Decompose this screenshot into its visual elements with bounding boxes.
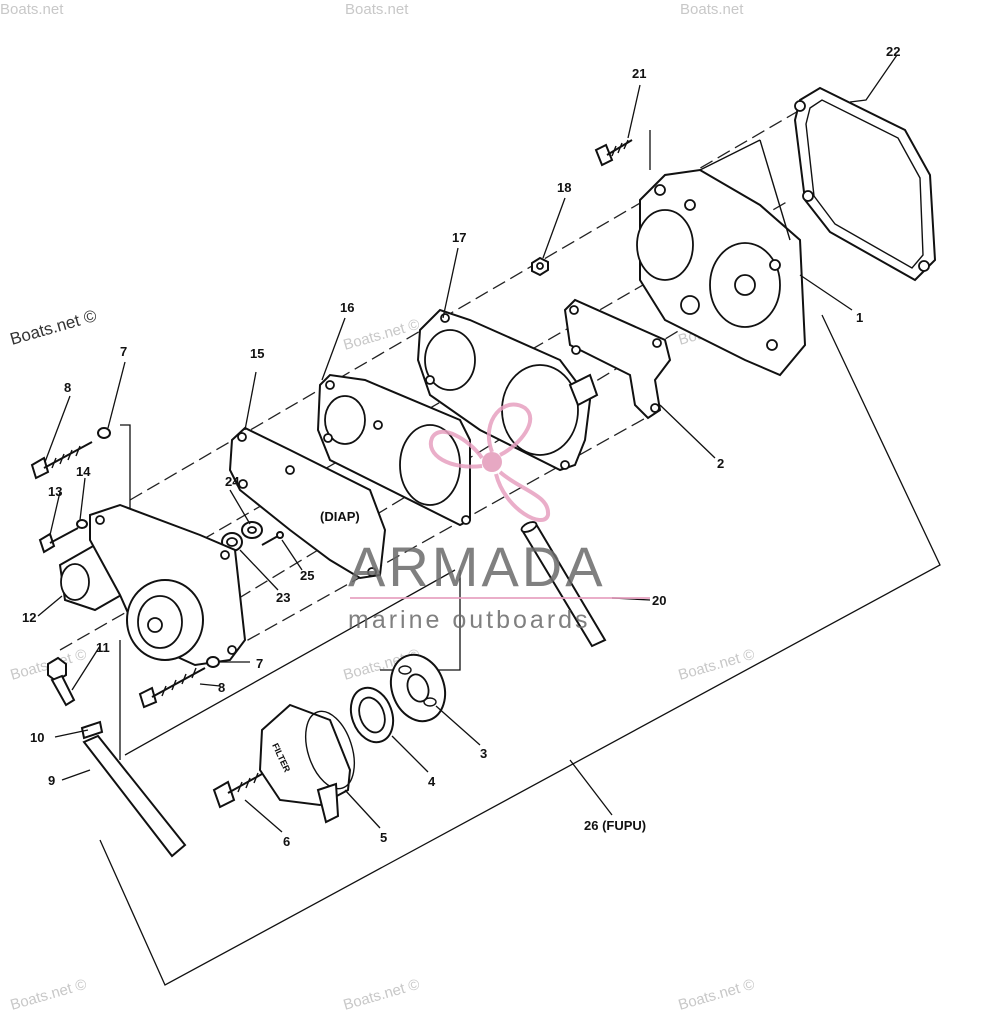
watermark-bottom-1: Boats.net ©	[8, 976, 88, 1014]
callout-26: 26 (FUPU)	[584, 818, 646, 833]
callout-labels: 22 21 18 17 16 15 1 2 7 8 14 13 24 (DIAP…	[22, 44, 900, 849]
leader-lines	[37, 54, 898, 833]
callout-20: 20	[652, 593, 666, 608]
callout-4: 4	[428, 774, 436, 789]
armada-brand-tagline: marine outboards	[348, 606, 591, 634]
part-13-screw	[38, 527, 79, 554]
watermark-left-main: Boats.net ©	[8, 306, 99, 349]
watermark-bottom-2: Boats.net ©	[341, 976, 421, 1014]
part-6-screw	[212, 772, 263, 809]
callout-8-lower: 8	[218, 680, 225, 695]
part-8-lower-screw	[138, 667, 206, 709]
propeller-icon	[428, 402, 551, 522]
callout-21: 21	[632, 66, 646, 81]
watermark-low-3: Boats.net ©	[676, 646, 756, 684]
part-15-diaphragm	[228, 426, 387, 580]
part-17-pump-body	[416, 308, 599, 472]
part-24-washer	[241, 521, 263, 539]
part-9-hose	[82, 734, 187, 858]
callout-5: 5	[380, 830, 387, 845]
part-26-assembly-outline	[99, 314, 941, 986]
part-12-pump-base	[58, 503, 247, 667]
part-22-cover-gasket	[793, 86, 937, 282]
callout-6: 6	[283, 834, 290, 849]
part-1-pump-cover	[636, 139, 807, 377]
callout-15: 15	[250, 346, 264, 361]
part-4-gasket-ring	[349, 686, 395, 744]
callout-23: 23	[276, 590, 290, 605]
part-7-lower-washer	[206, 656, 220, 668]
part-18-nut	[531, 256, 549, 277]
callout-11: 11	[96, 640, 110, 655]
part-8-upper-screw	[30, 441, 93, 480]
callout-22: 22	[886, 44, 900, 59]
callout-8-upper: 8	[64, 380, 71, 395]
armada-logo: ARMADA marine outboards	[348, 402, 650, 634]
diap-label: (DIAP)	[320, 509, 360, 524]
callout-9: 9	[48, 773, 55, 788]
callout-7-lower: 7	[256, 656, 263, 671]
part-20-hose	[520, 521, 607, 648]
callout-1: 1	[856, 310, 863, 325]
callout-3: 3	[480, 746, 487, 761]
part-16-gasket	[316, 373, 471, 527]
callout-17: 17	[452, 230, 466, 245]
watermark-top-center: Boats.net	[345, 1, 409, 18]
callout-13: 13	[48, 484, 62, 499]
watermark-top-left: Boats.net	[0, 1, 64, 18]
callout-16: 16	[340, 300, 354, 315]
callout-7-upper: 7	[120, 344, 127, 359]
part-10-clamp	[80, 720, 104, 740]
part-3-valve-disc	[389, 653, 447, 723]
part-2-plate	[563, 298, 672, 420]
callout-2: 2	[717, 456, 724, 471]
part-21-screw	[594, 139, 633, 167]
armada-brand-name: ARMADA	[348, 535, 606, 598]
callout-10: 10	[30, 730, 44, 745]
part-11-fitting	[47, 656, 76, 707]
callout-18: 18	[557, 180, 571, 195]
callout-14: 14	[76, 464, 91, 479]
callout-25: 25	[300, 568, 314, 583]
part-14-washer	[76, 519, 88, 529]
part-5-filter-bowl: FILTER	[258, 703, 356, 824]
part-25-pin	[261, 531, 284, 546]
watermark-top-right: Boats.net	[680, 1, 744, 18]
watermark-mid-1: Boats.net ©	[341, 316, 421, 354]
watermark-bottom-3: Boats.net ©	[676, 976, 756, 1014]
part-7-upper-washer	[97, 427, 111, 439]
callout-12: 12	[22, 610, 36, 625]
callout-24: 24	[225, 474, 240, 489]
